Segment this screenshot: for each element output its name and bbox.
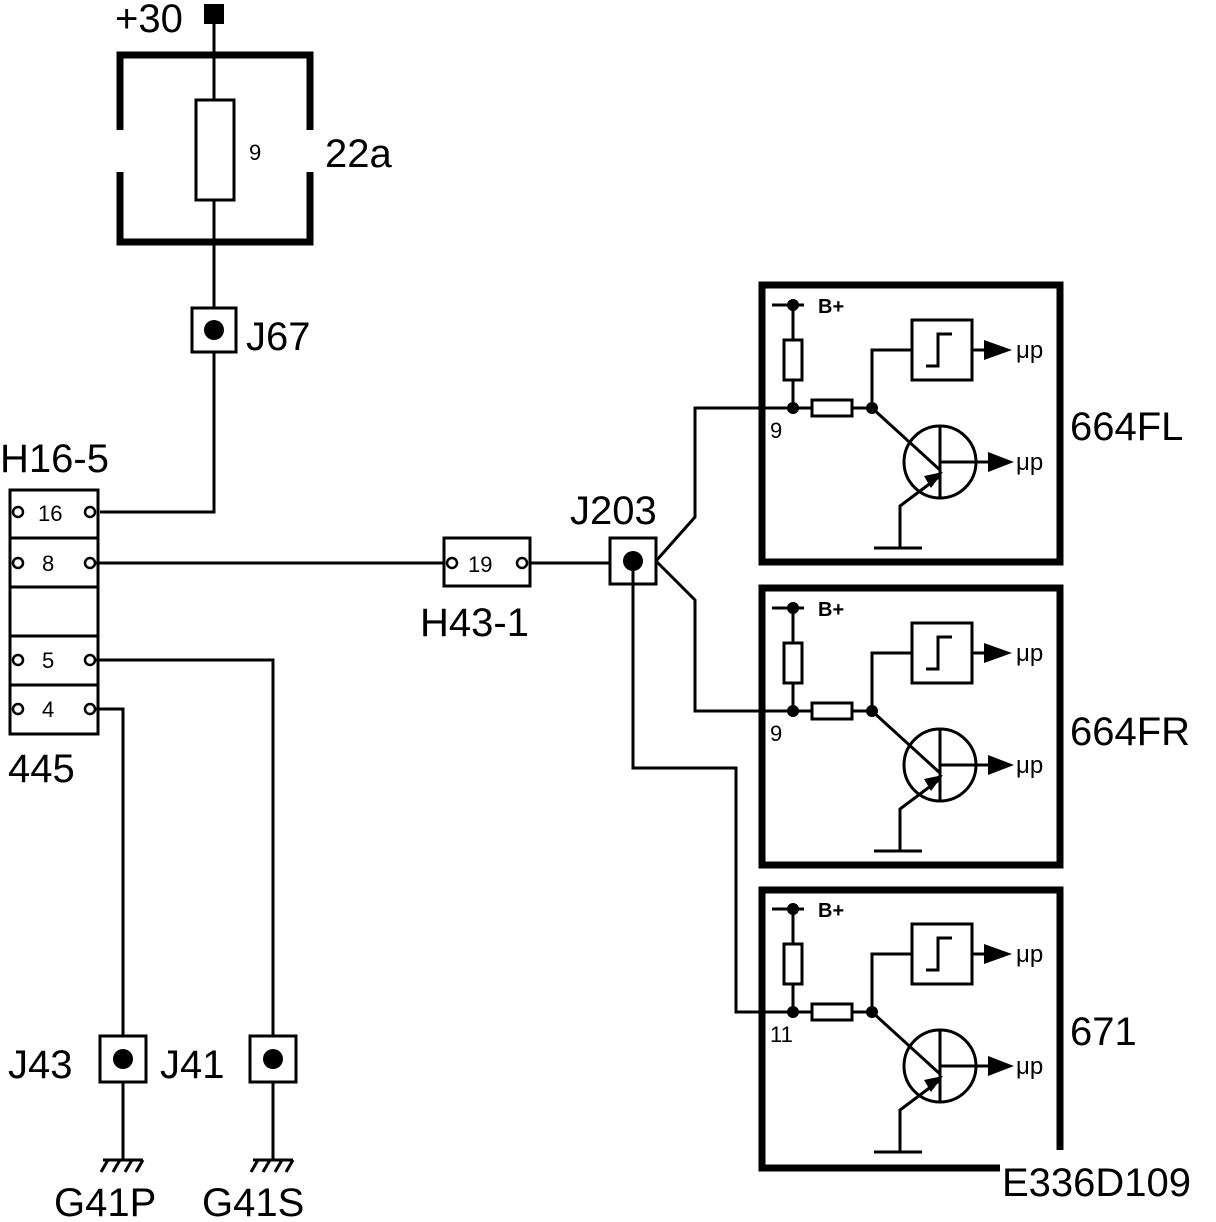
- module-664fl-bplus: B+: [818, 296, 844, 318]
- connector-h16-pin-5: 5: [42, 648, 54, 673]
- connector-h16-body: [8, 488, 100, 736]
- fuse-number: 9: [249, 140, 261, 165]
- wire-j203-664fr: [654, 559, 790, 713]
- wire-j203-671: [631, 571, 790, 1014]
- fuse-box-label: 22a: [325, 132, 392, 176]
- pin-ring: [445, 556, 459, 570]
- module-664fr-frame: [758, 584, 1064, 869]
- pin-ring: [83, 653, 97, 667]
- module-664fl-pin: 9: [770, 418, 782, 443]
- pin-ring: [11, 556, 25, 570]
- connector-h16: H16-5 16 8 5 4 445: [0, 437, 109, 791]
- module-664fl-up2: μp: [1016, 449, 1043, 476]
- module-671-up1: μp: [1016, 941, 1043, 968]
- module-671: B+ μp μp 11 671: [758, 886, 1137, 1172]
- fuse-box-top: [116, 51, 314, 130]
- module-664fr-circuit: [770, 600, 1016, 853]
- splice-j41: J41: [160, 1034, 298, 1087]
- module-664fl-up1: μp: [1016, 337, 1043, 364]
- connector-h16-pin-8: 8: [42, 551, 54, 576]
- fuse-box: 9 22a: [116, 51, 392, 246]
- splice-j203-label: J203: [570, 489, 657, 533]
- module-664fr-label: 664FR: [1070, 710, 1190, 754]
- module-671-circuit: [770, 901, 1016, 1154]
- splice-j67-dot: [204, 320, 224, 340]
- module-664fr-pin: 9: [770, 721, 782, 746]
- pin-ring: [11, 702, 25, 716]
- splice-j43-label: J43: [8, 1043, 73, 1087]
- splice-j43: J43: [8, 1034, 148, 1087]
- supply-terminal: +30: [115, 0, 224, 41]
- wire-j203-664fl: [654, 406, 790, 562]
- pin-ring: [11, 653, 25, 667]
- connector-h16-pin-16: 16: [38, 501, 62, 526]
- wire-h16-4-j43: [96, 707, 125, 1038]
- pin-ring: [83, 505, 97, 519]
- ground-left-label: G41P: [54, 1181, 156, 1222]
- module-664fl: B+ μp μp 9 664FL: [758, 281, 1183, 566]
- connector-h43-pin: 19: [468, 552, 492, 577]
- pin-ring: [11, 505, 25, 519]
- ground-right-label: G41S: [202, 1181, 304, 1222]
- connector-h16-footer: 445: [8, 747, 75, 791]
- splice-j67: J67: [190, 306, 311, 359]
- module-671-bplus: B+: [818, 900, 844, 922]
- splice-j203: J203: [570, 489, 658, 586]
- connector-h43-body: [442, 536, 532, 588]
- splice-j67-label: J67: [246, 315, 311, 359]
- splice-j41-dot: [263, 1049, 283, 1069]
- supply-terminal-square: [204, 4, 224, 24]
- module-664fr-up1: μp: [1016, 640, 1043, 667]
- fuse-element: [194, 98, 236, 202]
- module-671-frame: [758, 886, 1064, 1172]
- connector-h43-label: H43-1: [420, 601, 529, 645]
- diagram-reference: E336D109: [1002, 1161, 1191, 1205]
- ground-icon: [249, 1158, 295, 1173]
- module-664fr-bplus: B+: [818, 599, 844, 621]
- connector-h16-label: H16-5: [0, 437, 109, 481]
- supply-label: +30: [115, 0, 183, 41]
- module-664fl-frame: [758, 281, 1064, 566]
- connector-h16-pin-4: 4: [42, 697, 54, 722]
- ground-icon: [99, 1158, 145, 1173]
- splice-j41-label: J41: [160, 1043, 225, 1087]
- module-664fr-up2: μp: [1016, 752, 1043, 779]
- splice-j203-dot: [623, 551, 643, 571]
- connector-h43: 19 H43-1: [420, 536, 532, 645]
- module-671-up2: μp: [1016, 1053, 1043, 1080]
- fuse-box-bottom: [116, 172, 314, 246]
- wire-h16-5-j41: [96, 658, 275, 1038]
- pin-ring: [83, 702, 97, 716]
- splice-j43-dot: [113, 1049, 133, 1069]
- module-664fl-label: 664FL: [1070, 405, 1183, 449]
- module-664fl-circuit: [770, 297, 1016, 550]
- module-671-label: 671: [1070, 1010, 1137, 1054]
- pin-ring: [515, 556, 529, 570]
- module-671-pin: 11: [770, 1022, 793, 1047]
- pin-ring: [83, 556, 97, 570]
- wire-j67-h16-16: [100, 352, 216, 514]
- module-664fr: B+ μp μp 9 664FR: [758, 584, 1190, 869]
